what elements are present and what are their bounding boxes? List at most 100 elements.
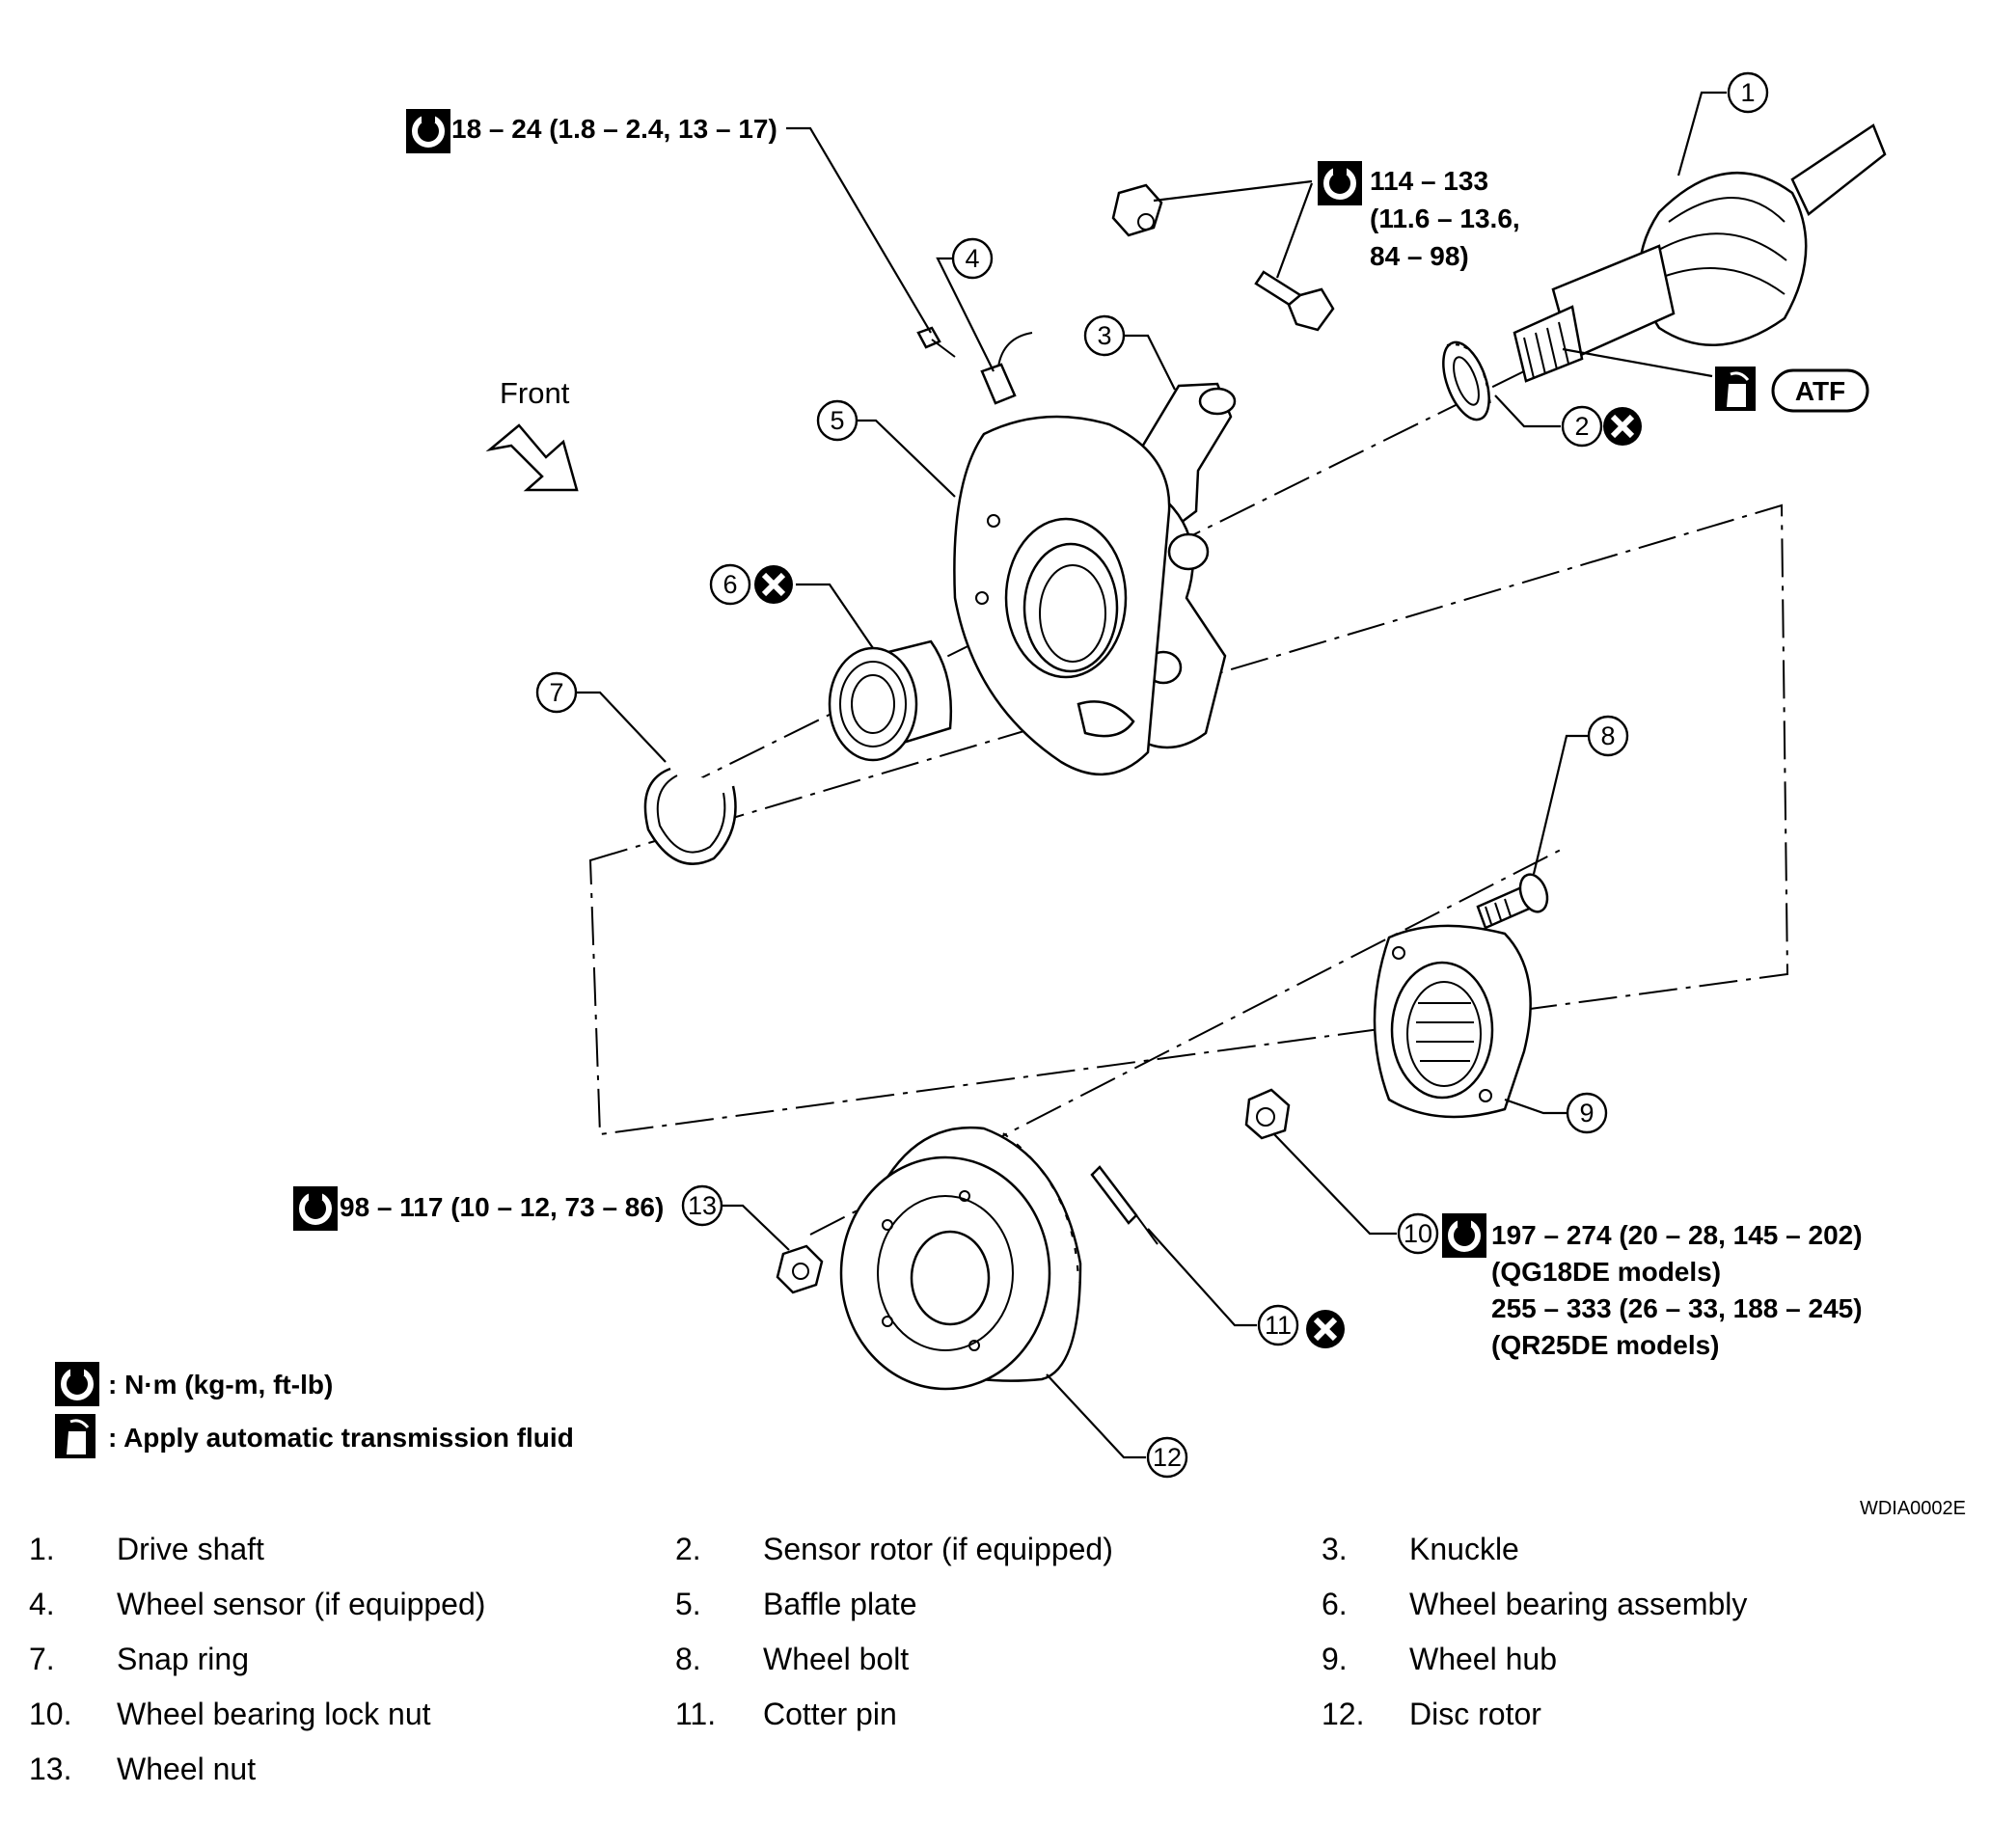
torque-icon-1	[406, 109, 450, 153]
leader-3	[1124, 334, 1176, 391]
list-item: 7. Snap ring	[29, 1642, 675, 1677]
leader-torque-1	[786, 126, 932, 334]
callout-3: 3	[1083, 314, 1126, 357]
list-item: 13. Wheel nut	[29, 1752, 687, 1787]
callout-10: 10	[1397, 1212, 1439, 1255]
list-item: 11. Cotter pin	[675, 1697, 1322, 1732]
part-name: Snap ring	[117, 1642, 249, 1676]
callout-2: 2	[1561, 405, 1603, 448]
list-item: 1.Drive shaft	[29, 1532, 675, 1567]
knuckle-bolt	[1254, 270, 1335, 332]
parts-row: 13. Wheel nut	[29, 1742, 1968, 1797]
wheel-nut	[776, 1244, 824, 1294]
part-number: 13.	[29, 1752, 72, 1786]
torque-spec-4-line-3: 255 – 333 (26 – 33, 188 – 245)	[1491, 1293, 1863, 1323]
parts-row: 4.Wheel sensor (if equipped) 5.Baffle pl…	[29, 1577, 1968, 1632]
wheel-hub	[1373, 924, 1532, 1119]
callout-13: 13	[681, 1184, 723, 1227]
drive-shaft	[1513, 123, 1887, 383]
torque-icon-4	[1442, 1213, 1486, 1258]
svg-text:3: 3	[1097, 321, 1111, 350]
svg-text:9: 9	[1579, 1099, 1594, 1128]
leader-9	[1504, 1098, 1567, 1115]
part-number: 12.	[1322, 1697, 1365, 1731]
svg-text:13: 13	[688, 1191, 717, 1220]
leader-13	[722, 1204, 790, 1251]
svg-text:4: 4	[965, 244, 979, 273]
part-name: Wheel nut	[117, 1752, 257, 1786]
svg-text:5: 5	[830, 406, 844, 435]
disc-rotor	[839, 1126, 1082, 1391]
part-name: Wheel bearing lock nut	[117, 1697, 431, 1731]
svg-text:1: 1	[1740, 78, 1755, 107]
part-name: Baffle plate	[763, 1587, 917, 1621]
part-number: 8.	[675, 1642, 701, 1676]
part-name: Wheel hub	[1409, 1642, 1557, 1676]
fluid-icon	[1713, 365, 1758, 413]
knuckle-nut	[1111, 183, 1163, 237]
torque-spec-2-line-2: (11.6 – 13.6,	[1370, 204, 1520, 233]
list-item: 10. Wheel bearing lock nut	[29, 1697, 675, 1732]
part-name: Wheel bearing assembly	[1409, 1587, 1748, 1621]
torque-icon-2	[1318, 161, 1362, 205]
list-item: 5.Baffle plate	[675, 1587, 1322, 1622]
part-name: Sensor rotor (if equipped)	[763, 1532, 1113, 1566]
torque-icon-3	[293, 1186, 338, 1231]
replace-icon-2	[1603, 407, 1642, 446]
front-label: Front	[500, 376, 570, 410]
svg-text:10: 10	[1404, 1219, 1432, 1248]
callout-7: 7	[535, 671, 578, 714]
leader-10	[1272, 1132, 1397, 1236]
list-item: 6. Wheel bearing assembly	[1322, 1587, 1968, 1622]
part-number: 3.	[1322, 1532, 1348, 1566]
part-name: Wheel sensor (if equipped)	[117, 1587, 486, 1621]
list-item: 4.Wheel sensor (if equipped)	[29, 1587, 675, 1622]
torque-spec-2-line-1: 114 – 133	[1370, 166, 1488, 196]
list-item: 12. Disc rotor	[1322, 1697, 1968, 1732]
front-arrow-icon	[485, 423, 579, 492]
leader-6	[796, 583, 874, 649]
callout-1: 1	[1727, 71, 1769, 114]
callout-11: 11	[1257, 1304, 1299, 1346]
part-name: Wheel bolt	[763, 1642, 910, 1676]
atf-tag-outline	[1771, 368, 1869, 413]
callout-8: 8	[1587, 715, 1629, 757]
part-number: 10.	[29, 1697, 72, 1731]
leader-torque-2	[1153, 179, 1314, 279]
part-name: Drive shaft	[117, 1532, 264, 1566]
legend-torque-text: : N·m (kg-m, ft-lb)	[108, 1370, 333, 1400]
part-number: 6.	[1322, 1587, 1348, 1621]
part-number: 7.	[29, 1642, 55, 1676]
part-name: Disc rotor	[1409, 1697, 1541, 1731]
part-number: 11.	[675, 1697, 717, 1731]
leader-4	[936, 257, 995, 372]
callout-4: 4	[951, 237, 994, 280]
parts-row: 10.Wheel bearing lock nut 11.Cotter pin …	[29, 1687, 1968, 1742]
snap-ring	[643, 767, 737, 865]
figure-code: WDIA0002E	[1860, 1498, 1966, 1519]
leader-atf	[1562, 347, 1713, 378]
list-item: 8. Wheel bolt	[675, 1642, 1322, 1677]
part-name: Cotter pin	[763, 1697, 897, 1731]
list-item: 2.Sensor rotor (if equipped)	[675, 1532, 1322, 1567]
part-name: Knuckle	[1409, 1532, 1519, 1566]
torque-spec-4-line-2: (QG18DE models)	[1491, 1257, 1721, 1287]
svg-text:12: 12	[1153, 1443, 1182, 1472]
parts-row: 7. Snap ring 8. Wheel bolt 9. Wheel hub	[29, 1632, 1968, 1687]
legend-fluid-text: : Apply automatic transmission fluid	[108, 1423, 574, 1453]
atf-tag: ATF	[1795, 376, 1845, 406]
parts-row: 1.Drive shaft 2.Sensor rotor (if equippe…	[29, 1522, 1968, 1577]
callout-5: 5	[816, 399, 859, 442]
list-item: 3. Knuckle	[1322, 1532, 1968, 1567]
torque-spec-1: 18 – 24 (1.8 – 2.4, 13 – 17)	[451, 114, 777, 144]
svg-text:8: 8	[1600, 721, 1615, 750]
wheel-bearing	[828, 639, 953, 762]
leader-2	[1494, 394, 1561, 428]
svg-text:6: 6	[722, 570, 737, 599]
svg-text:11: 11	[1265, 1311, 1292, 1340]
wheel-bolt	[1476, 873, 1549, 930]
torque-spec-2-line-3: 84 – 98)	[1370, 241, 1469, 271]
axis-upper	[674, 366, 1535, 792]
part-number: 9.	[1322, 1642, 1348, 1676]
